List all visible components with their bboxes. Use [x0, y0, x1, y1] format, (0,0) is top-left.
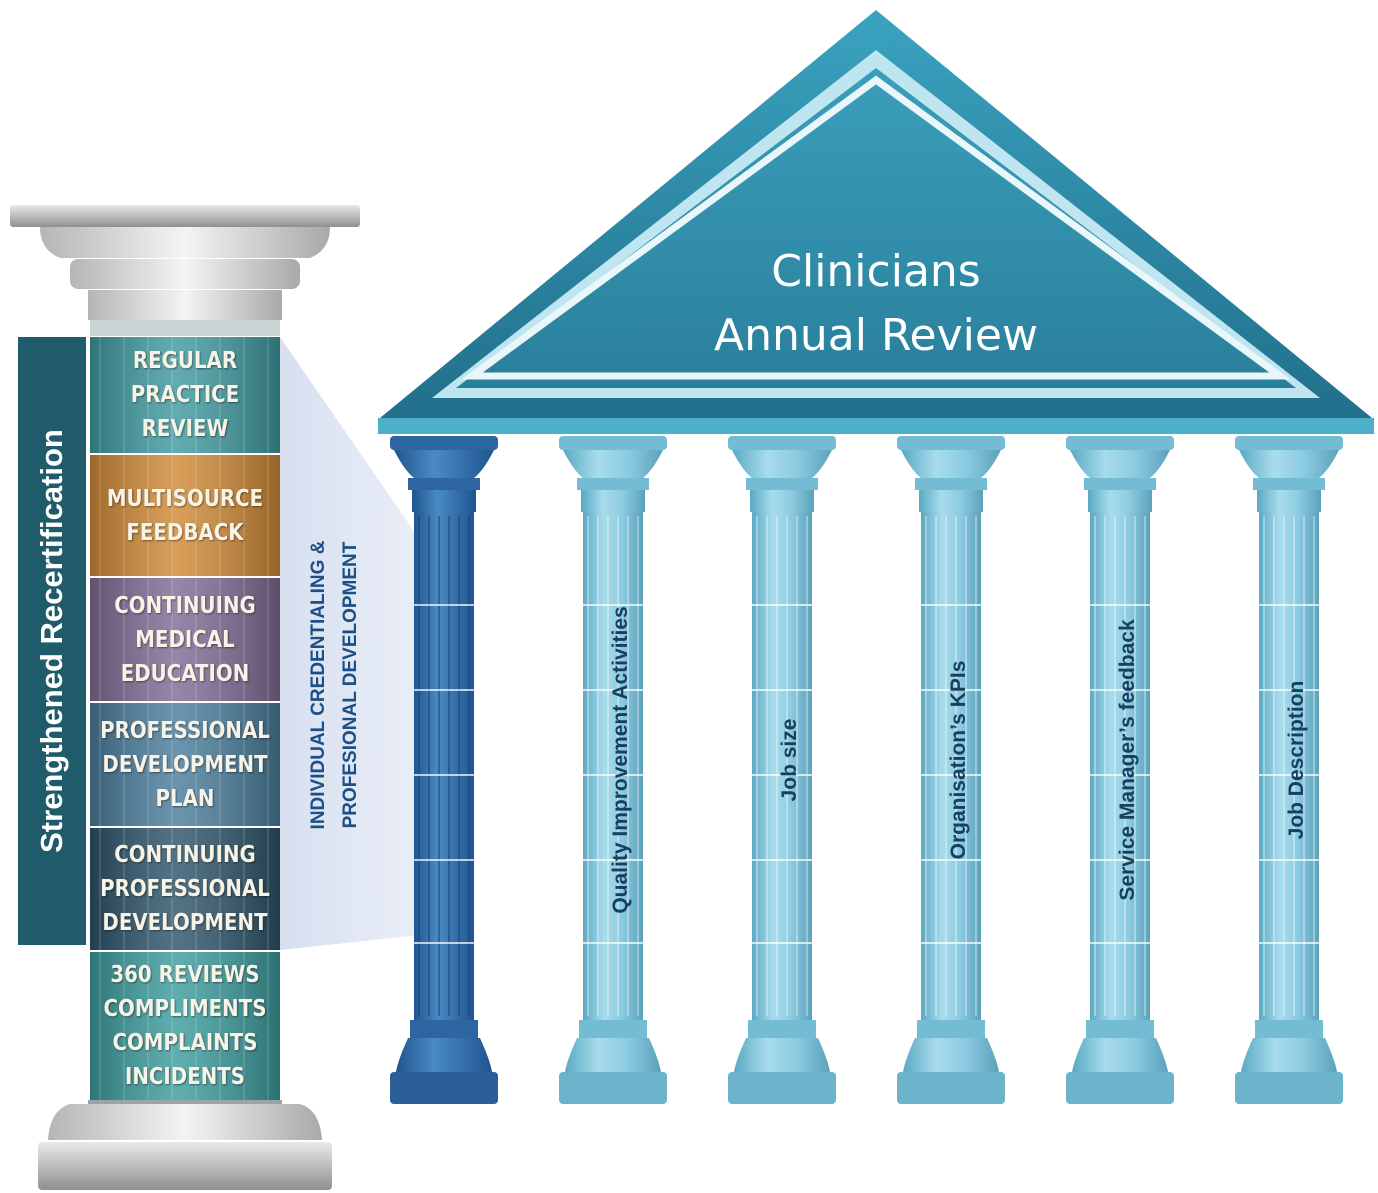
recertification-banner [18, 337, 86, 945]
segment-3-line-2: MEDICAL [135, 626, 235, 653]
segment-1-line-1: REGULAR [132, 348, 238, 374]
segment-5: CONTINUING PROFESSIONAL DEVELOPMENT [100, 828, 270, 950]
credentialing-label-line1: INDIVIDUAL CREDENTIALING & [308, 540, 329, 830]
roof-title: Clinicians Annual Review [676, 240, 1076, 368]
recertification-label: Strengthened Recertification [34, 429, 69, 853]
segment-1: REGULAR PRACTICE REVIEW [103, 337, 266, 453]
left-column-capital [10, 205, 360, 336]
pillar-3 [728, 436, 836, 1104]
segment-sheen-1 [90, 337, 280, 453]
segment-sheen-3 [90, 578, 280, 701]
roof-title-line2: Annual Review [714, 310, 1038, 361]
segment-6-line-4: INCIDENTS [124, 1064, 246, 1090]
segment-4-line-2: DEVELOPMENT [102, 751, 268, 778]
segment-5-line-1: CONTINUING [114, 842, 256, 868]
segment-6-line-2: COMPLIMENTS [103, 996, 267, 1022]
roof [378, 10, 1374, 434]
credentialing-label: INDIVIDUAL CREDENTIALING & PROFESIONAL D… [303, 475, 373, 895]
pillar-6 [1235, 436, 1343, 1104]
segment-sheen-4 [90, 703, 280, 826]
segment-5-line-2: PROFESSIONAL [100, 876, 270, 902]
credentialing-label-line2: PROFESIONAL DEVELOPMENT [340, 541, 361, 829]
segment-2: MULTISOURCE FEEDBACK [103, 455, 266, 576]
pillar-label-6: Job Description [1285, 680, 1308, 840]
segment-2-line-1: MULTISOURCE [106, 485, 264, 512]
segment-sheen-6 [90, 952, 280, 1100]
pillar-label-4: Organisation’s KPIs [947, 660, 970, 860]
pillar-label-5: Service Manager’s feedback [1116, 619, 1139, 901]
segment-sheen-5 [90, 828, 280, 950]
credential-fan [280, 337, 420, 950]
segment-5-line-3: DEVELOPMENT [102, 910, 268, 936]
left-column-base [38, 1100, 332, 1190]
segment-6-line-3: COMPLAINTS [112, 1030, 258, 1056]
segment-1-line-2: PRACTICE [130, 382, 240, 408]
pillar-label-3: Job size [778, 718, 801, 802]
segment-6: 360 REVIEWS COMPLIMENTS COMPLAINTS INCIDENT… [103, 952, 267, 1100]
pillar-label-2: Quality Improvement Activities [609, 606, 632, 914]
segment-3-line-3: EDUCATION [120, 660, 250, 687]
segment-3: CONTINUING MEDICAL EDUCATION [103, 578, 266, 701]
pillar-4 [897, 436, 1005, 1104]
pillar-2 [559, 436, 667, 1104]
segment-4-line-1: PROFESSIONAL [100, 717, 270, 744]
segment-sheen-2 [90, 455, 280, 576]
segment-3-line-1: CONTINUING [114, 592, 256, 619]
segment-4-line-3: PLAN [155, 785, 215, 812]
segment-2-line-2: FEEDBACK [126, 519, 244, 546]
segment-4: PROFESSIONAL DEVELOPMENT PLAN [100, 703, 270, 826]
pillar-5 [1066, 436, 1174, 1104]
segment-6-line-1: 360 REVIEWS [110, 962, 260, 988]
roof-title-line1: Clinicians [771, 246, 981, 297]
pillar-1 [390, 436, 498, 1104]
segment-1-line-3: REVIEW [141, 416, 229, 442]
